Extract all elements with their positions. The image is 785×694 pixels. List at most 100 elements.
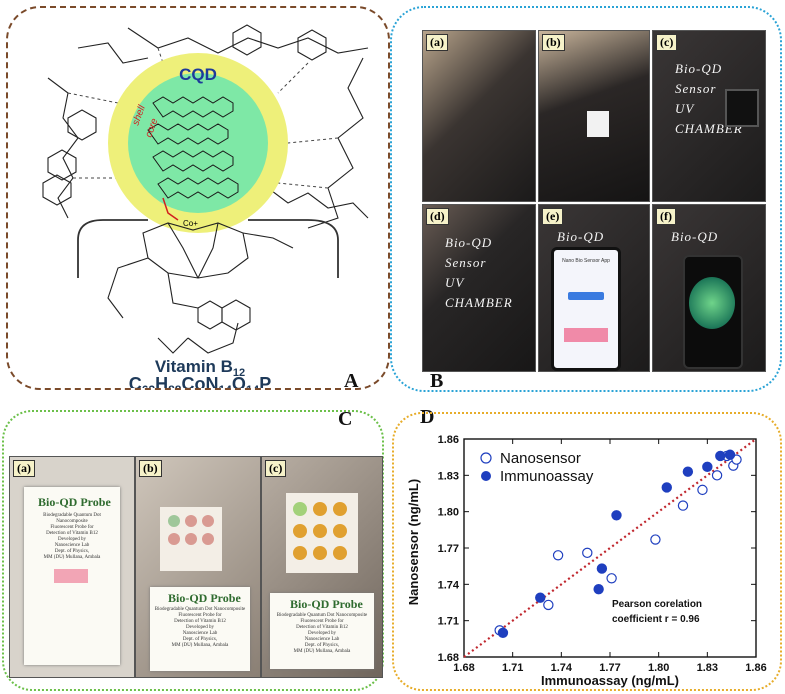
card-title-a: Bio-QD Probe [38,495,111,509]
cqd-label: CQD [179,65,217,84]
panel-a-label: A [344,370,359,392]
point-immunoassay [611,510,622,521]
phone-camera-view [683,255,743,369]
legend-label-immunoassay: Immunoassay [500,468,594,485]
cqd-vitamin-linker [162,197,179,221]
x-tick-label: 1.74 [551,662,573,674]
app-button [568,292,604,300]
cobalt-label: Co+ [183,219,198,228]
uv-window [587,111,609,137]
y-tick-label: 1.71 [438,616,459,628]
pearson-annotation-line1: Pearson corelation [612,599,702,610]
y-tick-label: 1.74 [438,579,460,591]
well-plate-c [286,493,358,573]
x-tick-label: 1.80 [648,662,669,674]
vitamin-b12-skeleton [107,222,294,354]
subpanel-label-b-b: (b) [542,34,565,51]
fit-line [463,438,757,658]
subpanel-label-b-d: (d) [426,208,449,225]
point-immunoassay [535,592,546,603]
x-tick-label: 1.77 [599,662,620,674]
y-tick-label: 1.77 [438,543,459,555]
legend-marker-nanosensor [480,452,492,464]
photo-c-c: (c) Bio-QD Probe Biodegradable Quantum D… [261,456,383,678]
point-nanosensor [552,550,564,561]
point-immunoassay [661,482,672,493]
probe-card-b: Bio-QD Probe Biodegradable Quantum Dot N… [150,587,250,671]
photo-b-a: (a) [422,30,536,202]
y-tick-label: 1.80 [438,507,459,519]
legend-label-nanosensor: Nanosensor [500,450,581,467]
y-tick-label: 1.83 [438,470,459,482]
x-axis-label: Immunoassay (ng/mL) [541,673,679,688]
sensor-port [725,89,759,127]
vitamin-bracket-left [77,219,148,278]
y-tick-label: 1.68 [438,652,459,664]
point-immunoassay [593,583,604,595]
box-writing-f: Bio-QD [671,229,719,244]
subpanel-label-b-a: (a) [426,34,448,51]
y-tick-label: 1.86 [438,434,459,446]
cqd-vitamin-structure-diagram: CQD shell core Co+ Vitamin B12 C63H88CoN… [42,24,369,397]
photo-c-b: (b) Bio-QD Probe Biodegradable Quantum D… [135,456,261,678]
photo-c-a: (a) Bio-QD Probe Biodegradable Quantum D… [9,456,135,678]
box-writing-e: Bio-QD [557,229,605,244]
photo-b-b: (b) [538,30,650,202]
point-immunoassay [724,449,736,460]
point-nanosensor [697,484,708,496]
point-immunoassay [702,461,713,473]
x-tick-label: 1.83 [697,662,718,674]
subpanel-label-b-c: (c) [656,34,678,51]
point-immunoassay [715,450,726,462]
app-title: Nano Bio Sensor App [562,258,610,264]
point-nanosensor [606,573,617,584]
y-axis-label: Nanosensor (ng/mL) [406,479,421,605]
well-plate-c-dots [293,502,347,560]
subpanel-label-b-e: (e) [542,208,564,225]
vitamin-name: Vitamin B12 [155,357,245,379]
panel-d-label: D [420,406,435,428]
point-nanosensor [711,470,723,481]
panel-c-probe-photos: (a) Bio-QD Probe Biodegradable Quantum D… [2,410,384,691]
panel-a-structure: CQD shell core Co+ Vitamin B12 C63H88CoN… [6,6,390,397]
chart-legend: Nanosensor Immunoassay [480,450,594,485]
photo-b-e: (e) Bio-QD Nano Bio Sensor App [538,204,650,372]
probe-card-a: Bio-QD Probe Biodegradable Quantum Dot N… [24,487,120,665]
subpanel-label-c-b: (b) [139,460,162,477]
point-immunoassay [497,627,509,638]
well-plate-b-dots [168,515,214,545]
pearson-annotation-line2: coefficient r = 0.96 [612,614,700,625]
card-blur-a [54,569,88,583]
legend-marker-immunoassay [481,471,491,481]
phone-screen-app: Nano Bio Sensor App [551,247,621,371]
x-tick-label: 1.86 [745,662,766,674]
point-immunoassay [682,466,694,477]
card-title-b: Bio-QD Probe [168,591,241,605]
panel-b-label: B [430,370,444,392]
point-nanosensor [650,534,661,545]
subpanel-label-c-a: (a) [13,460,35,477]
point-nanosensor [543,599,554,611]
photo-b-f: (f) Bio-QD [652,204,766,372]
point-nanosensor [582,547,593,559]
vitamin-bracket-right [248,219,339,278]
app-result-blur [564,328,608,342]
fluorescence-image [689,277,735,329]
vitamin-formula: C63H88CoN14O14P [129,374,271,388]
polysaccharide-chains [42,24,369,229]
x-tick-label: 1.71 [502,662,523,674]
graphene-layers [147,96,239,199]
well-plate-b [160,507,222,571]
probe-card-c: Bio-QD Probe Biodegradable Quantum Dot N… [270,593,374,669]
panel-c-label: C [338,408,353,430]
